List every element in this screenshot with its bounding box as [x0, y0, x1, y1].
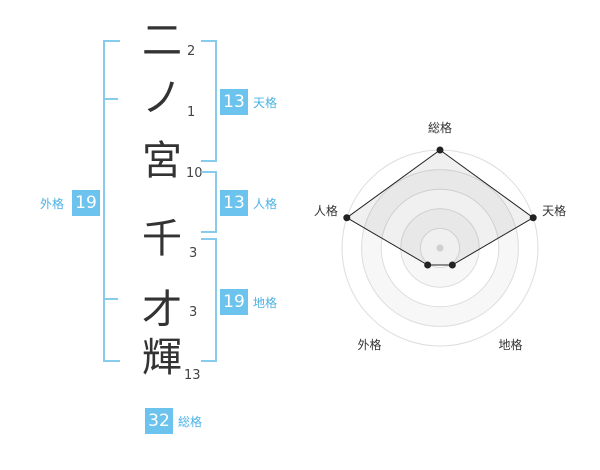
radar-point-2 [529, 214, 537, 222]
stroke-count-6: 13 [184, 368, 201, 383]
radar-axis-label-5: 人格 [314, 203, 338, 218]
tenkaku-label: 天格 [253, 96, 278, 110]
tenkaku-value-badge: 13 [220, 89, 248, 115]
name-char-1: 二 [142, 18, 182, 64]
gaikaku-bracket-tick-2 [103, 298, 118, 300]
radar-axis-label-2: 天格 [542, 203, 566, 218]
soukaku-label: 総格 [178, 415, 203, 429]
gaikaku-value-badge: 19 [72, 190, 100, 216]
tenkaku-bracket [201, 40, 217, 162]
radar-point-1 [436, 146, 444, 154]
radar-point-5 [343, 214, 351, 222]
jinkaku-value-badge: 13 [220, 190, 248, 216]
name-char-5: 才 [142, 287, 182, 333]
stroke-count-2: 1 [187, 105, 196, 120]
radar-point-3 [448, 261, 456, 269]
gaikaku-bracket [103, 40, 120, 362]
radar-axis-label-3: 地格 [499, 337, 523, 352]
chikaku-bracket [201, 238, 217, 362]
stroke-count-3: 10 [186, 166, 203, 181]
gaikaku-label: 外格 [40, 197, 65, 211]
stroke-count-1: 2 [187, 44, 196, 59]
name-char-4: 千 [142, 216, 182, 262]
radar-center-dot [436, 244, 444, 252]
jinkaku-label: 人格 [253, 197, 278, 211]
name-char-3: 宮 [142, 138, 182, 184]
stroke-count-5: 3 [189, 305, 198, 320]
soukaku-value-badge: 32 [145, 408, 173, 434]
stroke-count-4: 3 [189, 246, 198, 261]
radar-polygon [345, 149, 535, 266]
chikaku-value-badge: 19 [220, 289, 248, 315]
gaikaku-bracket-tick-1 [103, 98, 118, 100]
chikaku-label: 地格 [253, 296, 278, 310]
radar-point-4 [424, 261, 432, 269]
radar-points [343, 146, 537, 269]
name-char-6: 輝 [142, 335, 182, 381]
name-char-2: ノ [142, 75, 182, 121]
radar-axis-label-1: 総格 [428, 120, 452, 135]
jinkaku-bracket [201, 171, 217, 233]
radar-axis-label-4: 外格 [357, 337, 381, 352]
